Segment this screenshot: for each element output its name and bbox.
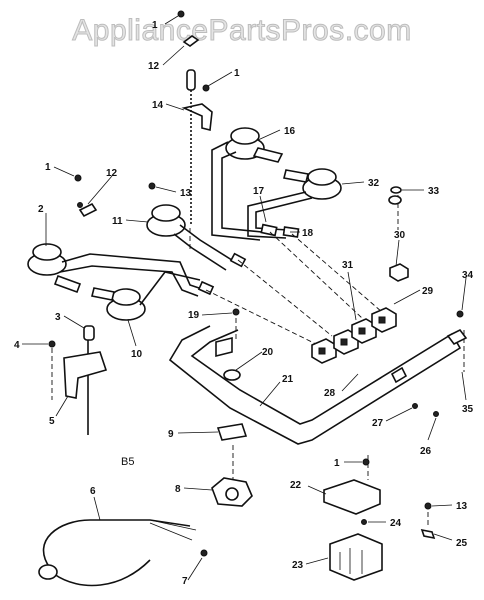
callout-label: 1 bbox=[234, 68, 240, 79]
callout-label: 7 bbox=[182, 576, 188, 587]
cover-and-switch bbox=[323, 479, 383, 581]
callout-label: 13 bbox=[180, 188, 192, 199]
callout-label: 21 bbox=[282, 374, 294, 385]
callout-labels: 1 12 1 14 16 32 33 17 18 1 12 13 2 11 30… bbox=[14, 20, 474, 587]
callout-label: 1 bbox=[152, 20, 158, 31]
callout-label: 14 bbox=[152, 100, 164, 111]
callout-label: 26 bbox=[420, 446, 432, 457]
callout-label: 3 bbox=[55, 312, 61, 323]
callout-label: 18 bbox=[302, 228, 314, 239]
burner-2 bbox=[27, 243, 82, 294]
manifold-pipe bbox=[168, 325, 468, 445]
dashed-guides bbox=[51, 195, 465, 528]
callout-label: 10 bbox=[131, 349, 143, 360]
burner-10 bbox=[91, 287, 146, 321]
callout-label: 32 bbox=[368, 178, 380, 189]
callout-label: 20 bbox=[262, 347, 274, 358]
burner-16 bbox=[225, 127, 284, 163]
left-bracket-assembly bbox=[48, 202, 108, 435]
callout-label: 23 bbox=[292, 560, 304, 571]
callout-label: 11 bbox=[112, 216, 123, 227]
callout-label: 29 bbox=[422, 286, 434, 297]
callout-label: 19 bbox=[188, 310, 200, 321]
callout-label: 1 bbox=[334, 458, 340, 469]
callout-label: 12 bbox=[106, 168, 118, 179]
callout-label: 28 bbox=[324, 388, 336, 399]
callout-label: 33 bbox=[428, 186, 440, 197]
leader-lines bbox=[22, 15, 467, 581]
callout-label: 5 bbox=[49, 416, 55, 427]
regulator-assembly bbox=[211, 423, 253, 507]
callout-label: 2 bbox=[38, 204, 44, 215]
valve-cluster bbox=[311, 195, 409, 364]
callout-label: 8 bbox=[175, 484, 181, 495]
fasteners bbox=[74, 174, 464, 557]
callout-label: 22 bbox=[290, 480, 302, 491]
callout-label: 9 bbox=[168, 429, 174, 440]
callout-label: 13 bbox=[456, 501, 468, 512]
callout-label: 27 bbox=[372, 418, 384, 429]
callout-label: 30 bbox=[394, 230, 406, 241]
wire-harness bbox=[38, 519, 197, 587]
callout-label: 6 bbox=[90, 486, 96, 497]
callout-label: 25 bbox=[456, 538, 468, 549]
callout-label: 17 bbox=[253, 186, 265, 197]
callout-label: 16 bbox=[284, 126, 296, 137]
callout-label: 34 bbox=[462, 270, 474, 281]
burner-tubes bbox=[59, 141, 313, 306]
callout-label: 24 bbox=[390, 518, 402, 529]
callout-label: 12 bbox=[148, 61, 160, 72]
burner-32 bbox=[283, 168, 342, 200]
callout-label: 35 bbox=[462, 404, 474, 415]
callout-label: 1 bbox=[45, 162, 51, 173]
callout-label: 4 bbox=[14, 340, 20, 351]
callout-label: 31 bbox=[342, 260, 354, 271]
top-igniter-assembly bbox=[177, 10, 213, 225]
diagram-code: B5 bbox=[121, 456, 134, 468]
burner-11 bbox=[146, 204, 186, 237]
